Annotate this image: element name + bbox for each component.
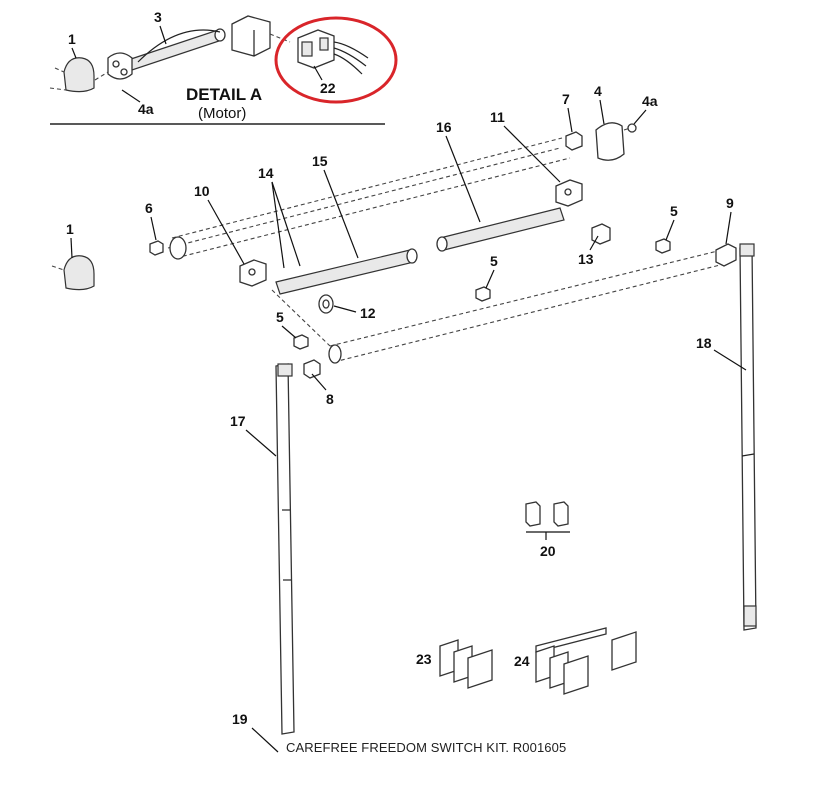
motor-cover-4 — [595, 122, 637, 161]
part-7 — [565, 131, 583, 151]
part-5-c — [293, 334, 309, 350]
callout-18: 18 — [696, 335, 712, 351]
detail-end-cap — [49, 57, 95, 93]
part-6 — [149, 240, 164, 256]
detail-callout-22: 22 — [320, 80, 336, 96]
detail-motor — [94, 28, 226, 81]
bracket-11 — [555, 179, 583, 207]
callout-16: 16 — [436, 119, 452, 135]
detail-title: DETAIL A — [186, 85, 262, 104]
lead-rail — [271, 247, 733, 364]
callout-19: 19 — [232, 711, 248, 727]
callout-7: 7 — [562, 91, 570, 107]
detail-callout-1: 1 — [68, 31, 76, 47]
bracket-10 — [239, 259, 267, 287]
callout-4a: 4a — [642, 93, 658, 109]
callout-5-center: 5 — [490, 253, 498, 269]
part-5-a — [655, 238, 671, 254]
part-5-b — [475, 286, 491, 302]
callout-15: 15 — [312, 153, 328, 169]
plates-24 — [535, 627, 637, 695]
callout-5-right: 5 — [670, 203, 678, 219]
arm-17 — [275, 363, 295, 735]
callout-9: 9 — [726, 195, 734, 211]
part-9 — [715, 243, 737, 267]
roller-tube — [167, 137, 571, 260]
callout-10: 10 — [194, 183, 210, 199]
detail-subtitle: (Motor) — [198, 105, 246, 122]
callout-14: 14 — [258, 165, 274, 181]
callout-11: 11 — [490, 109, 505, 125]
callout-6: 6 — [145, 200, 153, 216]
diagram-caption: CAREFREE FREEDOM SWITCH KIT. R001605 — [286, 740, 567, 755]
callout-1: 1 — [66, 221, 74, 237]
callout-17: 17 — [230, 413, 246, 429]
plates-23 — [439, 639, 493, 689]
switch-kit-22 — [297, 29, 369, 75]
part-12 — [318, 294, 334, 314]
callout-13: 13 — [578, 251, 594, 267]
highlight-circle — [274, 16, 398, 104]
end-cap-1 — [51, 255, 95, 291]
callout-20: 20 — [540, 543, 556, 559]
callout-8: 8 — [326, 391, 334, 407]
arm-18 — [739, 243, 757, 631]
clips-20 — [525, 501, 570, 533]
part-8 — [303, 359, 321, 379]
detail-bracket — [231, 15, 291, 57]
callout-23: 23 — [416, 651, 432, 667]
detail-a-motor: 1 3 4a — [49, 9, 398, 125]
torsion-assembly-16 — [436, 207, 565, 252]
callout-4: 4 — [594, 83, 602, 99]
torsion-assembly-15 — [275, 248, 418, 295]
callout-12: 12 — [360, 305, 376, 321]
callouts: 1 4 4a 5 5 5 6 7 8 9 10 11 12 13 14 15 — [66, 83, 747, 753]
detail-callout-4a: 4a — [138, 101, 154, 117]
detail-callout-3: 3 — [154, 9, 162, 25]
callout-24: 24 — [514, 653, 530, 669]
callout-5-left: 5 — [276, 309, 284, 325]
